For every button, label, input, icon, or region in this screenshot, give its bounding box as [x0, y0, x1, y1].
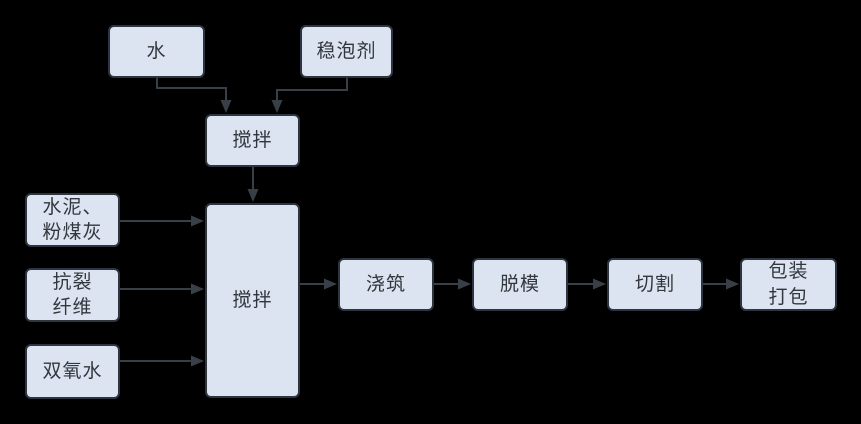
node-cutting: 切割 [607, 258, 703, 311]
node-pouring: 浇筑 [338, 258, 434, 311]
node-foam-stabilizer: 稳泡剂 [300, 25, 393, 78]
edge-water-to-mixing1 [156, 78, 232, 113]
node-anti-crack-fiber: 抗裂 纤维 [25, 268, 120, 322]
node-demolding: 脱模 [472, 258, 568, 311]
node-water: 水 [108, 25, 205, 78]
node-mixing-1: 搅拌 [205, 114, 300, 167]
node-cement-fly-ash: 水泥、 粉煤灰 [25, 193, 120, 247]
node-hydrogen-peroxide: 双氧水 [25, 344, 120, 399]
node-mixing-2: 搅拌 [205, 203, 300, 398]
node-packaging: 包装 打包 [740, 258, 837, 311]
edge-foam-to-mixing1 [271, 78, 348, 113]
